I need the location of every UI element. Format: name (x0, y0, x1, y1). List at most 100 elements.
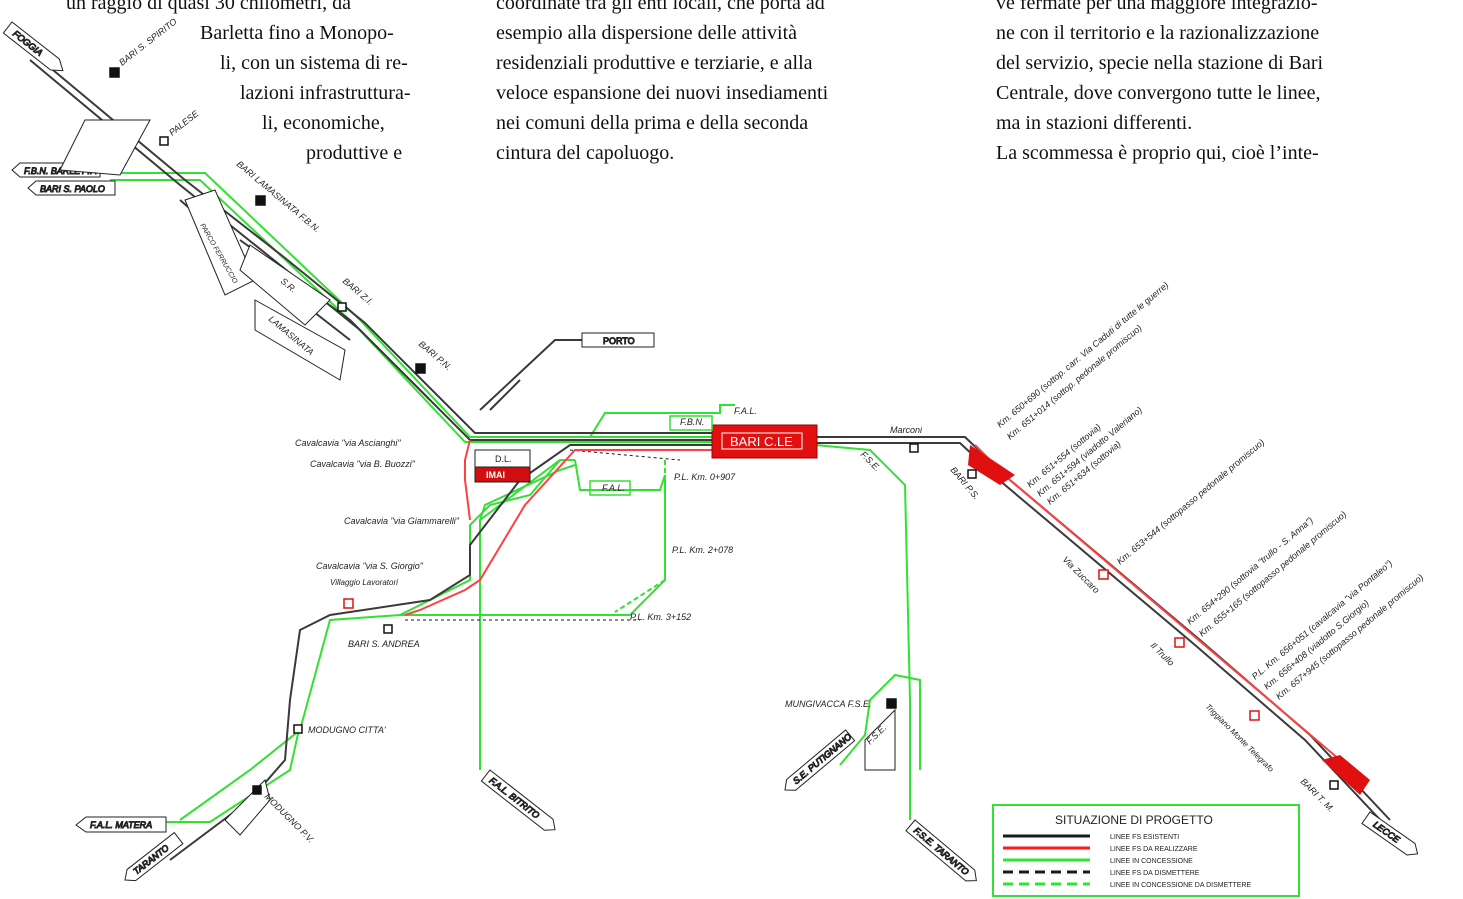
fse-taranto-label: F.S.E. TARANTO (912, 825, 971, 877)
km-label: Km. 651+594 (viadotto Valeriano) (1035, 405, 1144, 499)
cavalcavia-label: Cavalcavia "via Giammarelli" (344, 516, 460, 526)
label-modugno-citta: MODUGNO CITTA' (308, 725, 386, 735)
legend-label: LINEE FS DA REALIZZARE (1110, 846, 1198, 853)
fse-line (814, 444, 911, 820)
bari-zi-marker (337, 302, 347, 312)
fbn-box (669, 415, 713, 431)
porto-box: PORTO (581, 332, 655, 348)
concession-dismiss-lines (605, 412, 712, 613)
modugno-pv-marker (252, 785, 262, 795)
fal-east-loop (400, 459, 666, 616)
text-line: La scommessa è proprio qui, cioè l’inte- (996, 142, 1319, 164)
legend-row: LINEE IN CONCESSIONE (1003, 858, 1193, 865)
foggia-box: FOGGIA (2, 21, 64, 72)
taranto-box: TARANTO (124, 831, 184, 882)
fal-matera-box: F.A.L. MATERA (75, 816, 167, 833)
bari-tm-block (1322, 755, 1370, 795)
bari-centrale: BARI C.LE (711, 424, 818, 459)
legend-row: LINEE FS DA REALIZZARE (1003, 846, 1198, 853)
legend-row: LINEE FS ESISTENTI (1003, 834, 1179, 841)
sr-shape (239, 244, 331, 326)
fs-foggia-line (29, 59, 712, 441)
label-bari-s-spirito: BARI S. SPIRITO (117, 16, 179, 67)
legend-label: LINEE IN CONCESSIONE (1110, 858, 1193, 865)
cavalcavia-labels: Cavalcavia "via Ascianghi" Cavalcavia "v… (295, 438, 460, 571)
fse-shape (864, 708, 896, 771)
text-line: ma in stazioni differenti. (996, 112, 1193, 134)
porto-label: PORTO (603, 336, 635, 346)
text-line: Barletta fino a Monopo- (200, 22, 394, 44)
text-line: esempio alla dispersione delle attività (496, 22, 798, 44)
text-line: cintura del capoluogo. (496, 142, 675, 164)
label-modugno-pv: MODUGNO P.V. (263, 791, 317, 845)
fs-foggia-line-2 (34, 54, 712, 434)
fal-bitrito-box: F.A.L. BITRITO (480, 769, 556, 831)
text-line: veloce espansione dei nuovi insediamenti (496, 82, 829, 104)
lamasinata-marker (255, 195, 266, 206)
label-lamasinata-fbn: BARI LAMASINATA F.B.N. (235, 159, 322, 235)
legend-label: LINEE FS DA DISMETTERE (1110, 870, 1200, 877)
marconi-marker (909, 443, 919, 453)
villaggio-marker (343, 598, 354, 609)
km-labels: Km. 650+690 (sottop. carr. Via Caduti di… (995, 280, 1425, 702)
label-fse: F.S.E. (859, 449, 883, 473)
bari-s-spirito-marker (109, 67, 120, 78)
cavalcavia-label: Cavalcavia "via Ascianghi" (295, 438, 401, 448)
pl-label: P.L. Km. 3+152 (630, 612, 691, 622)
text-line: produttive e (306, 142, 403, 164)
legend-label: LINEE IN CONCESSIONE DA DISMETTERE (1110, 882, 1252, 889)
km-label: Km. 653+544 (sottopasso pedonale promisc… (1115, 437, 1266, 566)
cavalcavia-label: Cavalcavia "via B. Buozzi" (310, 459, 416, 469)
legend: SITUAZIONE DI PROGETTO LINEE FS ESISTENT… (992, 804, 1300, 897)
cavalcavia-label: Cavalcavia "via S. Giorgio" (316, 561, 424, 571)
mungivacca-marker (886, 698, 897, 709)
fs-new-1 (404, 449, 712, 616)
fs-dismiss-2 (569, 449, 681, 461)
text-line: residenziali produttive e terziarie, e a… (496, 52, 813, 74)
bari-ps-block (968, 445, 1015, 485)
fbn-barletta-label: F.B.N. BARLETTA (24, 166, 97, 176)
fse-putignano-line (839, 673, 921, 770)
bari-tm-marker (1329, 780, 1339, 790)
pl-label: P.L. Km. 2+078 (672, 545, 733, 555)
fs-new-2 (464, 439, 471, 521)
modugno-citta-marker (293, 724, 303, 734)
label-fbn: F.B.N. (680, 417, 704, 427)
fal-2-box (589, 480, 631, 496)
fs-lecce-line-2 (815, 442, 1386, 826)
s-andrea-marker (383, 624, 393, 634)
dl-label: D.L. (495, 454, 512, 464)
legend-row: LINEE FS DA DISMETTERE (1003, 870, 1200, 877)
km-label: Km. 654+290 (sottovia "trullo - S. Anna"… (1185, 515, 1315, 626)
station-markers (109, 67, 1339, 795)
palese-yard (59, 119, 151, 176)
imai-label: IMAI (486, 470, 505, 480)
text-line: un raggio di quasi 30 chilometri, da (66, 0, 351, 14)
fal-matera-label: F.A.L. MATERA (90, 820, 152, 830)
se-putignano-box: S.E. PUTIGNANO (784, 729, 856, 791)
text-line: coordinate tra gli enti locali, che port… (496, 0, 825, 14)
km-label: Km. 650+690 (sottop. carr. Via Caduti di… (995, 280, 1171, 430)
label-fal-1: F.A.L. (734, 406, 757, 416)
fal-bitrito-label: F.A.L. BITRITO (487, 775, 541, 820)
via-zuccaro-marker (1098, 569, 1109, 580)
label-bari-s-andrea: BARI S. ANDREA (348, 639, 420, 649)
text-line: nei comuni della prima e della seconda (496, 112, 809, 134)
legend-row: LINEE IN CONCESSIONE DA DISMETTERE (1003, 882, 1252, 889)
text-line: Centrale, dove convergono tutte le linee… (996, 82, 1321, 104)
km-label: Km. 656+408 (viadotto S.Giorgio) (1262, 598, 1371, 692)
fal-line (589, 404, 735, 438)
bari-pn-marker (415, 363, 426, 374)
triggiano-marker (1249, 710, 1260, 721)
level-crossing-labels: P.L. Km. 0+907 P.L. Km. 2+078 P.L. Km. 3… (630, 472, 736, 622)
text-line: ve fermate per una maggiore integrazio- (996, 0, 1318, 14)
fse-taranto-box: F.S.E. TARANTO (905, 819, 977, 882)
label-triggiano: Triggiano Monte Telegrafo (1204, 702, 1276, 774)
text-line: lazioni infrastruttura- (240, 82, 411, 104)
text-line: li, con un sistema di re- (220, 52, 408, 74)
fs-new-3 (974, 444, 1341, 761)
porto-line (479, 339, 582, 411)
dl-block: D.L. IMAI (474, 449, 531, 483)
label-fal-2: F.A.L. (602, 483, 625, 493)
